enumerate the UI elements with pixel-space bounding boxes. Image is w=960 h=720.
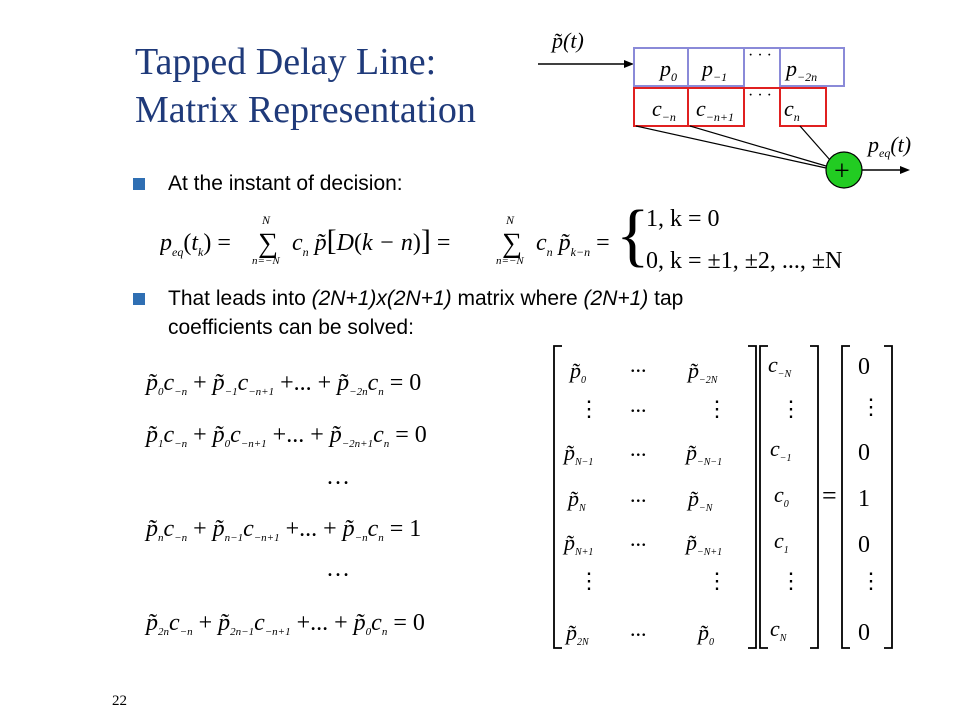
formula-mid: cn p̃[D(k − n)] = xyxy=(292,224,450,259)
tapped-delay-diagram: p̃(t) p0 p−1 p−2n · · · c−n c−n+1 cn · ·… xyxy=(538,28,911,189)
svg-text:c1: c1 xyxy=(774,528,789,556)
page-number: 22 xyxy=(112,693,127,709)
sum1-upper: N xyxy=(261,213,271,227)
svg-text:cN: cN xyxy=(770,616,788,644)
svg-text:p̃2N: p̃2N xyxy=(564,620,590,648)
bullet2-pre: That leads into xyxy=(168,287,312,310)
sum2-upper: N xyxy=(505,213,515,227)
label-p-1: p−1 xyxy=(700,56,727,84)
svg-text:⋮: ⋮ xyxy=(578,396,600,421)
svg-text:⋮: ⋮ xyxy=(578,568,600,593)
svg-text:0: 0 xyxy=(858,440,870,466)
equation-dots-1: … xyxy=(326,464,350,490)
bullet-text-1: At the instant of decision: xyxy=(168,172,403,195)
svg-text:p̃0: p̃0 xyxy=(696,620,714,648)
bullet-marker-2 xyxy=(133,293,145,305)
label-c-n1: c−n+1 xyxy=(696,96,734,124)
svg-text:p̃−2N: p̃−2N xyxy=(686,358,719,386)
piece-1: 1, k = 0 xyxy=(646,206,720,232)
svg-text:...: ... xyxy=(630,482,647,507)
svg-text:c−1: c−1 xyxy=(770,436,792,464)
ellipsis-top: · · · xyxy=(748,47,772,64)
tap-connections xyxy=(635,125,831,169)
equation-system: p̃0c−n + p̃−1c−n+1 +... + p̃−2ncn = 0 p̃… xyxy=(144,370,427,638)
sum1-lower: n=−N xyxy=(252,255,280,267)
svg-text:p̃−N: p̃−N xyxy=(686,486,714,514)
equation-row-3: p̃nc−n + p̃n−1c−n+1 +... + p̃−ncn = 1 xyxy=(144,516,421,544)
svg-text:⋮: ⋮ xyxy=(780,396,802,421)
label-c-n: c−n xyxy=(652,96,676,124)
svg-text:c−N: c−N xyxy=(768,352,793,380)
equation-row-2: p̃1c−n + p̃0c−n+1 +... + p̃−2n+1cn = 0 xyxy=(144,422,427,450)
bullet2-post: tap xyxy=(648,287,684,310)
output-arrow-head xyxy=(900,166,910,174)
label-p-2n: p−2n xyxy=(784,56,817,84)
equation-row-1: p̃0c−n + p̃−1c−n+1 +... + p̃−2ncn = 0 xyxy=(144,370,421,398)
svg-text:0: 0 xyxy=(858,532,870,558)
piecewise-brace: { xyxy=(616,197,650,274)
svg-text:⋮: ⋮ xyxy=(706,396,728,421)
cell-cn xyxy=(779,87,827,127)
bullet-marker-1 xyxy=(133,178,145,190)
svg-text:⋮: ⋮ xyxy=(706,568,728,593)
svg-text:1: 1 xyxy=(858,486,870,512)
title-line-2: Matrix Representation xyxy=(135,89,476,131)
ellipsis-bottom: · · · xyxy=(748,87,772,104)
label-cn: cn xyxy=(784,96,800,124)
svg-text:p̃N−1: p̃N−1 xyxy=(562,440,593,468)
tap-cells-top: p0 p−1 p−2n · · · xyxy=(633,47,845,87)
formula-rhs: cn p̃k−n = xyxy=(536,230,610,259)
svg-text:⋮: ⋮ xyxy=(860,394,882,419)
input-label: p̃(t) xyxy=(550,28,584,53)
svg-text:p̃0: p̃0 xyxy=(568,358,586,386)
tap-cells-bottom: c−n c−n+1 cn · · · xyxy=(633,87,827,127)
svg-text:...: ... xyxy=(630,352,647,377)
bullet2-tap-count: (2N+1) xyxy=(583,287,649,310)
cell-c-n1 xyxy=(687,87,745,127)
svg-text:p̃−N−1: p̃−N−1 xyxy=(684,440,722,468)
equation-row-4: p̃2nc−n + p̃2n−1c−n+1 +... + p̃0cn = 0 xyxy=(144,610,425,638)
adder-plus: + xyxy=(834,156,850,187)
matrix-equation: p̃0 ⋮ p̃N−1 p̃N p̃N+1 ⋮ p̃2N ... ... ...… xyxy=(553,345,893,649)
decision-formula: peq(tk) = N ∑ n=−N cn p̃[D(k − n)] = N ∑… xyxy=(160,197,842,274)
svg-text:⋮: ⋮ xyxy=(780,568,802,593)
svg-text:p̃N: p̃N xyxy=(566,486,587,514)
svg-text:...: ... xyxy=(630,436,647,461)
svg-text:=: = xyxy=(822,481,837,510)
equation-dots-2: … xyxy=(326,556,350,582)
bullet2-matrix-size: (2N+1)x(2N+1) xyxy=(311,287,452,310)
cell-p-2n xyxy=(779,47,845,87)
svg-text:c0: c0 xyxy=(774,482,789,510)
svg-text:...: ... xyxy=(630,616,647,641)
svg-text:p̃N+1: p̃N+1 xyxy=(562,530,593,558)
label-p0: p0 xyxy=(658,56,677,84)
svg-text:p̃−N+1: p̃−N+1 xyxy=(684,530,722,558)
title-line-1: Tapped Delay Line: xyxy=(135,41,437,83)
matrix-brackets xyxy=(553,345,893,649)
bullet-text-2: That leads into (2N+1)x(2N+1) matrix whe… xyxy=(168,284,868,342)
bullet2-mid: matrix where xyxy=(451,287,584,310)
sum1-sigma: ∑ xyxy=(258,228,278,259)
bullet2-line2: coefficients can be solved: xyxy=(168,316,414,339)
input-arrow-head xyxy=(624,60,634,68)
svg-text:0: 0 xyxy=(858,354,870,380)
sum2-lower: n=−N xyxy=(496,255,524,267)
svg-text:⋮: ⋮ xyxy=(860,568,882,593)
piece-2: 0, k = ±1, ±2, ..., ±N xyxy=(646,248,842,274)
svg-text:0: 0 xyxy=(858,620,870,646)
sum2-sigma: ∑ xyxy=(502,228,522,259)
svg-text:...: ... xyxy=(630,392,647,417)
svg-text:...: ... xyxy=(630,526,647,551)
cell-p-1 xyxy=(687,47,745,87)
page-title: Tapped Delay Line: Matrix Representation xyxy=(135,38,535,134)
output-label: peq(t) xyxy=(866,132,911,160)
formula-lhs: peq(tk) = xyxy=(160,230,231,259)
